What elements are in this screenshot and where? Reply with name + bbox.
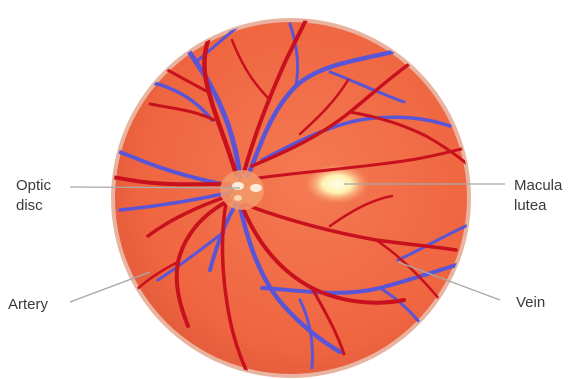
optic-disc-label-line2: disc [16, 197, 43, 214]
artery-label: Artery [8, 296, 49, 313]
macula-lutea-label-line1: Macula [514, 177, 563, 194]
macula-lutea-label-line2: lutea [514, 197, 547, 214]
optic-disc-label-line1: Optic [16, 177, 52, 194]
vein-label: Vein [516, 294, 545, 311]
retina-surface [115, 22, 467, 374]
